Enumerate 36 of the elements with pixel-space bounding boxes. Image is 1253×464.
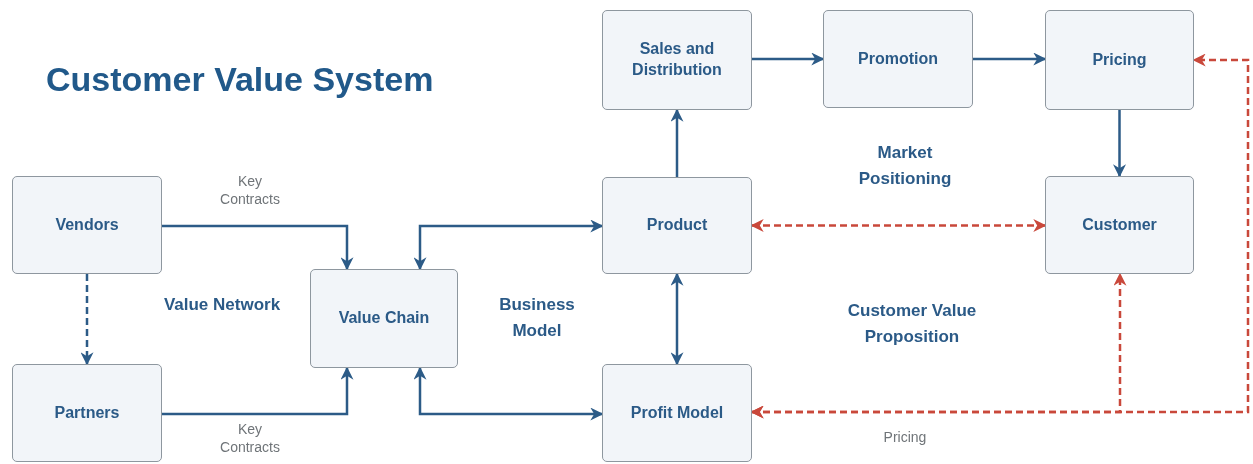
process-box — [1045, 176, 1194, 274]
arrow — [1113, 110, 1126, 178]
arrow — [670, 108, 684, 177]
arrow — [413, 366, 604, 421]
edge-label: Pricing — [883, 428, 927, 447]
box-label: Sales and Distribution — [631, 39, 723, 80]
region-label: Customer Value Proposition — [846, 300, 978, 348]
box-label: Profit Model — [630, 402, 724, 423]
diagram-title: Customer Value System — [46, 60, 434, 99]
arrow — [750, 219, 1047, 232]
arrow — [162, 366, 354, 416]
box-label: Product — [646, 215, 708, 236]
arrow — [162, 224, 354, 271]
process-box — [602, 177, 752, 274]
process-box — [602, 364, 752, 462]
region-label: Value Network — [162, 294, 282, 316]
arrow — [973, 52, 1047, 66]
process-box — [12, 364, 162, 462]
box-label: Customer — [1082, 214, 1157, 235]
region-label: Market Positioning — [857, 142, 953, 190]
arrow — [80, 274, 94, 366]
process-box — [1045, 10, 1194, 110]
arrow — [752, 52, 825, 66]
process-box — [310, 269, 458, 368]
process-box — [12, 176, 162, 274]
box-label: Promotion — [858, 48, 938, 69]
region-label: Business Model — [498, 294, 576, 342]
process-box — [823, 10, 973, 108]
arrow — [750, 53, 1250, 419]
box-label: Value Chain — [338, 308, 430, 329]
box-label: Partners — [54, 402, 120, 423]
box-label: Vendors — [55, 214, 119, 235]
arrow — [413, 219, 604, 271]
process-box — [602, 10, 752, 110]
arrow — [670, 272, 684, 366]
box-label: Pricing — [1092, 49, 1147, 70]
